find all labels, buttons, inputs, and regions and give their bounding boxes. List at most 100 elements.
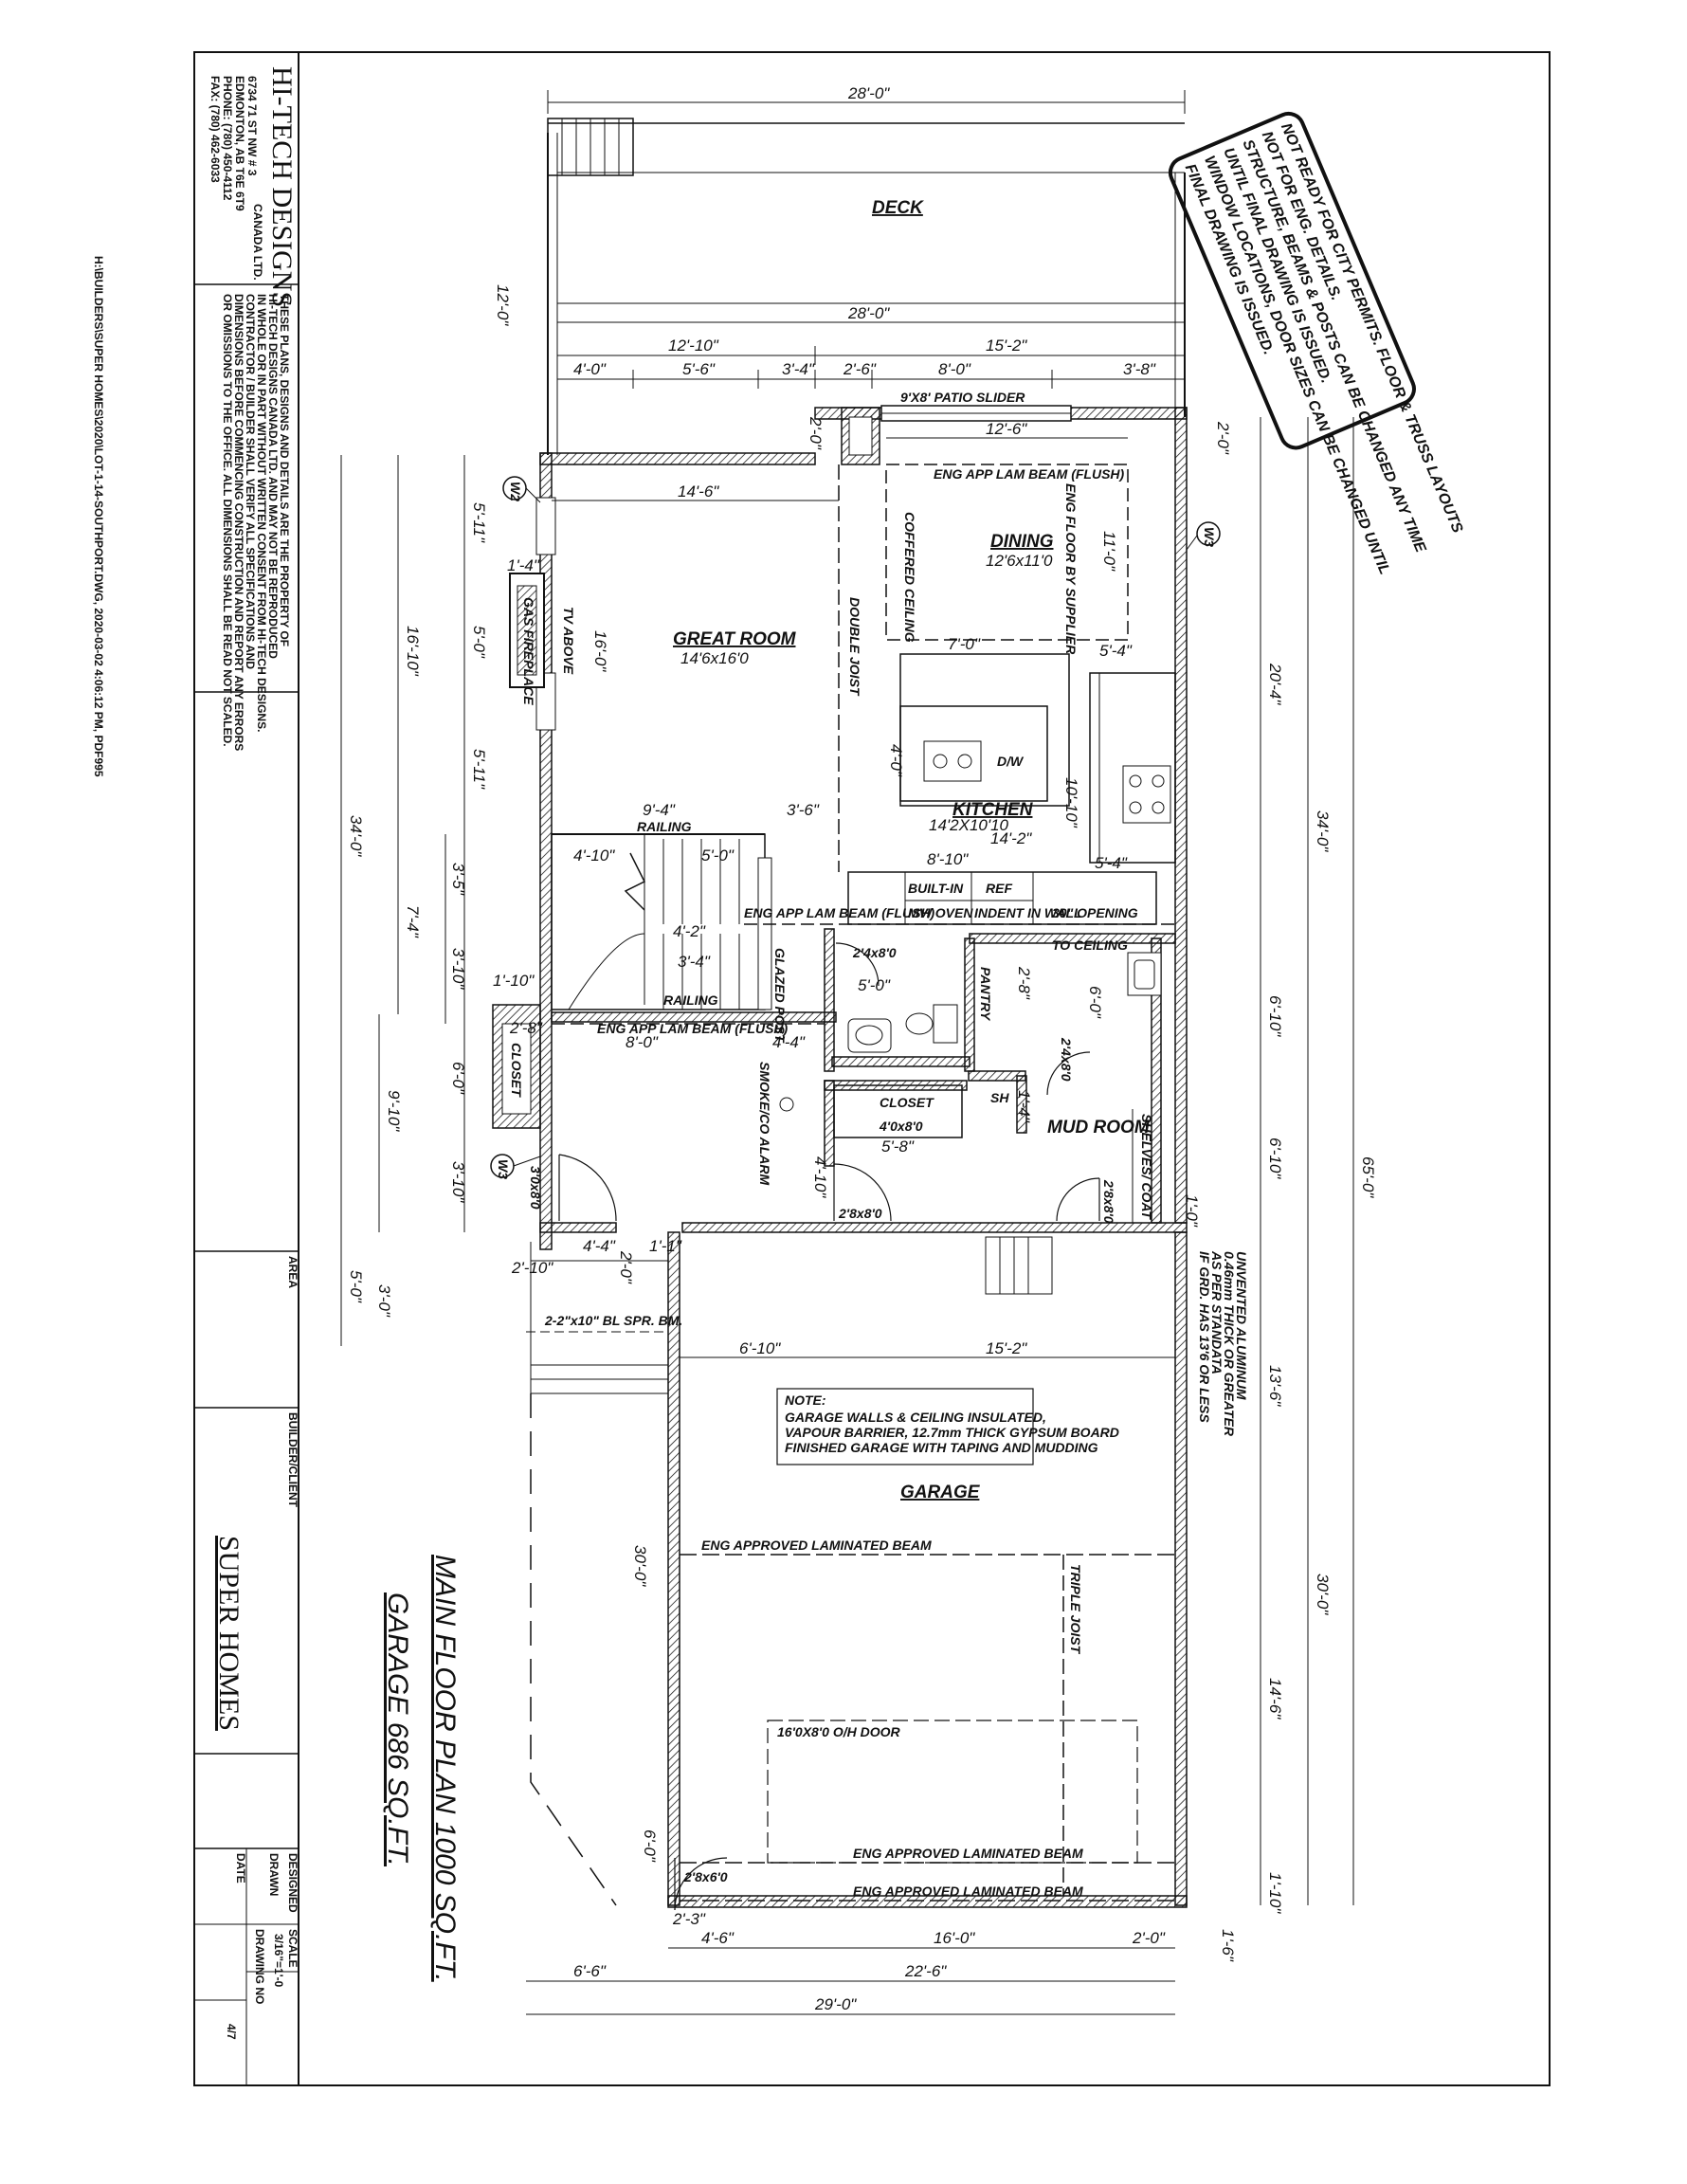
dim-s-4-10: 4'-10" [573,846,615,864]
dim-s-4-10b: 4'-10" [811,1156,829,1198]
disclaimer-5: DIMENSIONS BEFORE COMMENCING CONSTRUCTIO… [232,294,245,751]
beam-stair-label: ENG APP LAM BEAM (FLUSH) [744,905,935,920]
dim-g-4-6: 4'-6" [701,1929,735,1947]
kitchen-island [899,653,1070,807]
scale-value: 3/16"=1'-0 [272,1934,285,1988]
not-ready-stamp: NOT READY FOR CITY PERMITS. FLOOR & TRUS… [1168,111,1465,577]
pantry-door-label: 2'4x8'0 [1059,1037,1074,1082]
pdr-sink [847,1018,892,1053]
garage-note-title: NOTE: [785,1392,826,1408]
driveway-line [530,1393,617,1906]
disclaimer-2: HI-TECH DESIGNS CANADA LTD. AND MAY NOT … [266,294,280,659]
garage-walls [667,1231,1188,1908]
deck-label: DECK [872,198,924,218]
dim-3-4: 3'-4" [782,360,815,378]
toilet-bowl [905,1012,934,1035]
dim-l-5-0: 5'-0" [470,626,488,659]
great-room-label: GREAT ROOM [673,629,797,649]
floor-supplier-label: ENG FLOOR BY SUPPLIER [1063,483,1079,655]
dim-s-5-0: 5'-0" [701,846,735,864]
dim-e-4-4: 4'-4" [583,1237,616,1255]
mv-oven-label: MV/ OVEN [908,905,973,920]
garage-area-title: GARAGE 686 SQ.FT. [382,1592,413,1866]
closet-door-label: 4'0x8'0 [879,1119,923,1134]
w3-marker-left [490,1154,541,1178]
closet2-label: CLOSET [880,1095,934,1110]
company-name: HI-TECH DESIGNS [266,66,298,307]
smoke-alarm-label: SMOKE/CO ALARM [757,1062,772,1185]
double-joist-label: DOUBLE JOIST [847,597,862,697]
address-line-1: 6734 71 ST NW # 3 [245,76,259,176]
dim-k-14-2: 14'-2" [990,829,1032,847]
dim-r-14-6: 14'-6" [1266,1678,1284,1720]
dim-g-30-0: 30'-0" [631,1545,649,1587]
dim-l-5-11b: 5'-11" [470,749,488,790]
disclaimer-3: IN WHOLE OR IN PART WITHOUT WRITTEN CONS… [255,294,268,732]
garage-bottom-dimensions [526,1947,1175,2015]
dim-l-5-11: 5'-11" [470,502,488,543]
dim-deck-depth: 12'-0" [494,284,512,326]
smoke-alarm-icon [779,1097,794,1112]
dim-15-2: 15'-2" [986,337,1027,355]
dim-4-0: 4'-0" [573,360,607,378]
aluminum-note-3: AS PER STANDATA [1209,1250,1224,1374]
dim-g-6-0: 6'-0" [641,1829,659,1863]
pdr-door-label: 2'4x8'0 [852,945,897,960]
title-block: HI-TECH DESIGNS CANADA LTD. 6734 71 ST N… [194,52,299,2085]
dim-l-9-10: 9'-10" [385,1090,403,1132]
interior-walls [551,928,1176,1224]
indent-label: INDENT IN WALL [974,905,1082,920]
builder-name: SUPER HOMES [213,1536,245,1731]
scale-label: SCALE [286,1929,299,1968]
dim-e-1-0: 1'-0" [1183,1194,1201,1228]
dim-s-9-4: 9'-4" [643,801,676,819]
dim-great-h: 16'-0" [591,630,609,672]
dim-m-6-0: 6'-0" [1086,986,1104,1019]
dim-l-2-8: 2'-8" [509,1019,543,1037]
dim-l-16-10: 16'-10" [404,626,422,677]
drawn-label: DRAWN [267,1853,281,1896]
w3-marker-right [1186,521,1221,551]
disclaimer-1: THESE PLANS, DESIGNS AND DETAILS ARE THE… [278,294,291,646]
dim-m-2-8: 2'-8" [1015,966,1033,1000]
dim-l-5-0c: 5'-0" [347,1270,365,1303]
w3-right-label: W3 [1202,527,1217,547]
dim-m-1-4: 1'-4" [1015,1090,1033,1123]
aluminum-note-4: IF GRD. HAS 13'6 OR LESS [1197,1251,1212,1423]
dim-l-7-4: 7'-4" [404,905,422,938]
w3-left-label: W3 [496,1159,511,1179]
dim-l-3-0: 3'-0" [375,1284,393,1318]
patio-slider-label: 9'X8' PATIO SLIDER [900,390,1025,405]
toilet-tank [933,1004,958,1044]
mud-door-label: 2'8x8'0 [838,1206,882,1221]
garage-entry-steps [985,1236,1053,1295]
opening-label: 30" OPENING [1052,905,1138,920]
dim-top-overall: 28'-0" [847,84,890,102]
dim-12-10: 12'-10" [668,337,719,355]
mud-room-label: MUD ROOM [1047,1118,1151,1138]
sheet-border [193,51,1551,2086]
aluminum-note-1: UNVENTED ALUMINUM [1234,1251,1249,1400]
triple-joist-label: TRIPLE JOIST [1068,1564,1083,1655]
garage-door-label: 2'8x6'0 [683,1869,728,1884]
dim-e-2-0: 2'-0" [617,1250,635,1284]
dim-k-7-0: 7'-0" [948,635,981,653]
dim-8-0: 8'-0" [938,360,971,378]
left-dimensions [340,455,465,1346]
kitchen-counter-right [1089,672,1176,864]
dim-g-16-0: 16'-0" [934,1929,975,1947]
dining-size: 12'6x11'0 [986,552,1053,570]
dishwasher-label: D/W [997,754,1025,769]
beam-dining-label: ENG APP LAM BEAM (FLUSH) [934,466,1125,482]
dim-s-3-6: 3'-6" [787,801,820,819]
ref-label: REF [986,881,1012,896]
dim-2-0-right: 2'-0" [1214,421,1232,455]
dim-s-3-4: 3'-4" [678,953,711,971]
disclaimer-4: CONTRACTOR / BUILDER SHALL VERIFY ALL SP… [244,294,257,669]
garage-beam-2-label: ENG APPROVED LAMINATED BEAM [853,1846,1083,1861]
garage-note-2: VAPOUR BARRIER, 12.7mm THICK GYPSUM BOAR… [785,1425,1119,1440]
dining-label: DINING [990,532,1054,552]
railing-top-label: RAILING [637,819,692,834]
garage-note-1: GARAGE WALLS & CEILING INSULATED, [785,1410,1046,1425]
